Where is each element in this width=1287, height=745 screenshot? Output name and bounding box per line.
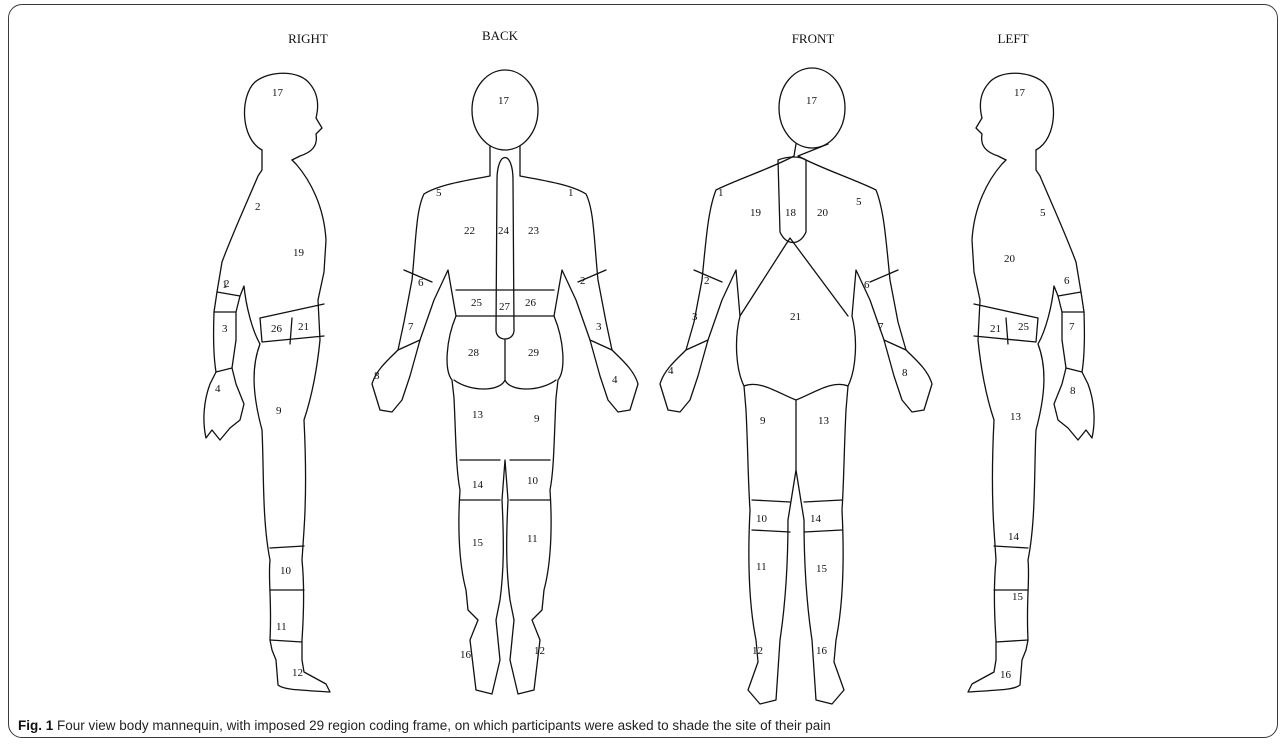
front-region-9: 9 [760,415,766,427]
front-region-16: 16 [816,645,828,657]
front-region-7: 7 [878,321,884,333]
left-region-16: 16 [1000,669,1012,681]
left-region-13: 13 [1010,411,1022,423]
right-region-19: 19 [293,247,305,259]
back-region-10: 10 [527,475,539,487]
left-region-21: 21 [990,323,1001,335]
front-view-figure [660,68,932,704]
left-region-25: 25 [1018,321,1030,333]
right-view-figure [204,73,330,692]
back-view-figure [372,70,638,694]
right-region-2-arm: 2 [224,278,230,290]
caption-text: Four view body mannequin, with imposed 2… [57,718,831,733]
front-region-1: 1 [718,187,724,199]
back-region-22: 22 [464,225,475,237]
front-region-10: 10 [756,513,768,525]
front-region-11: 11 [756,561,767,573]
front-region-19: 19 [750,207,762,219]
back-region-3: 3 [596,321,602,333]
back-region-11: 11 [527,533,538,545]
back-region-15: 15 [472,537,484,549]
back-region-8: 8 [374,370,380,382]
back-region-29: 29 [528,347,540,359]
right-region-11: 11 [276,621,287,633]
front-view-head [779,68,845,148]
right-view-head [245,73,322,160]
back-region-14: 14 [472,479,484,491]
left-region-6: 6 [1064,275,1070,287]
right-region-21: 21 [298,321,309,333]
front-region-3: 3 [692,311,698,323]
front-region-14: 14 [810,513,822,525]
front-region-15: 15 [816,563,828,575]
right-region-4: 4 [215,383,221,395]
left-region-14: 14 [1008,531,1020,543]
back-region-23: 23 [528,225,540,237]
right-region-2-upper: 2 [255,201,261,213]
back-region-6: 6 [418,277,424,289]
right-region-10: 10 [280,565,292,577]
right-region-3: 3 [222,323,228,335]
back-region-4: 4 [612,374,618,386]
left-region-17: 17 [1014,87,1026,99]
front-region-20: 20 [817,207,829,219]
front-region-18: 18 [785,207,797,219]
back-view-head [472,70,538,150]
figure-id: Fig. 1 [18,718,53,733]
front-region-5: 5 [856,196,862,208]
back-region-2: 2 [580,275,586,287]
back-region-1: 1 [568,187,574,199]
back-region-26: 26 [525,297,537,309]
back-region-25: 25 [471,297,483,309]
view-label-back: BACK [482,28,519,43]
figure-caption: Fig. 1 Four view body mannequin, with im… [18,718,1268,733]
back-region-27: 27 [499,301,511,313]
front-region-13: 13 [818,415,830,427]
back-region-17: 17 [498,95,510,107]
back-region-7: 7 [408,321,414,333]
back-region-24: 24 [498,225,510,237]
back-region-5: 5 [436,187,442,199]
left-region-8: 8 [1070,385,1076,397]
back-region-16: 16 [460,649,472,661]
back-region-9: 9 [534,413,540,425]
right-view-body-outline [204,150,330,692]
view-label-left: LEFT [997,31,1028,46]
view-label-front: FRONT [792,31,835,46]
front-region-2: 2 [704,275,710,287]
right-region-26: 26 [271,323,283,335]
front-region-17: 17 [806,95,818,107]
view-label-right: RIGHT [288,31,328,46]
front-region-8: 8 [902,367,908,379]
left-view-figure [968,73,1094,692]
left-region-5: 5 [1040,207,1046,219]
front-region-12: 12 [752,645,763,657]
back-region-28: 28 [468,347,480,359]
front-view-abdomen [740,238,848,470]
front-region-6: 6 [864,279,870,291]
right-view-region-lines [214,292,324,642]
front-region-4: 4 [668,365,674,377]
right-region-9: 9 [276,405,282,417]
right-region-17: 17 [272,87,284,99]
left-region-7: 7 [1069,321,1075,333]
left-view-region-lines [974,292,1084,642]
back-region-13: 13 [472,409,484,421]
right-region-12: 12 [292,667,303,679]
front-view-sternum-strip [778,157,806,243]
left-view-body-outline [968,150,1094,692]
left-region-15: 15 [1012,591,1024,603]
left-region-20: 20 [1004,253,1016,265]
front-region-21: 21 [790,311,801,323]
back-region-12: 12 [534,645,545,657]
